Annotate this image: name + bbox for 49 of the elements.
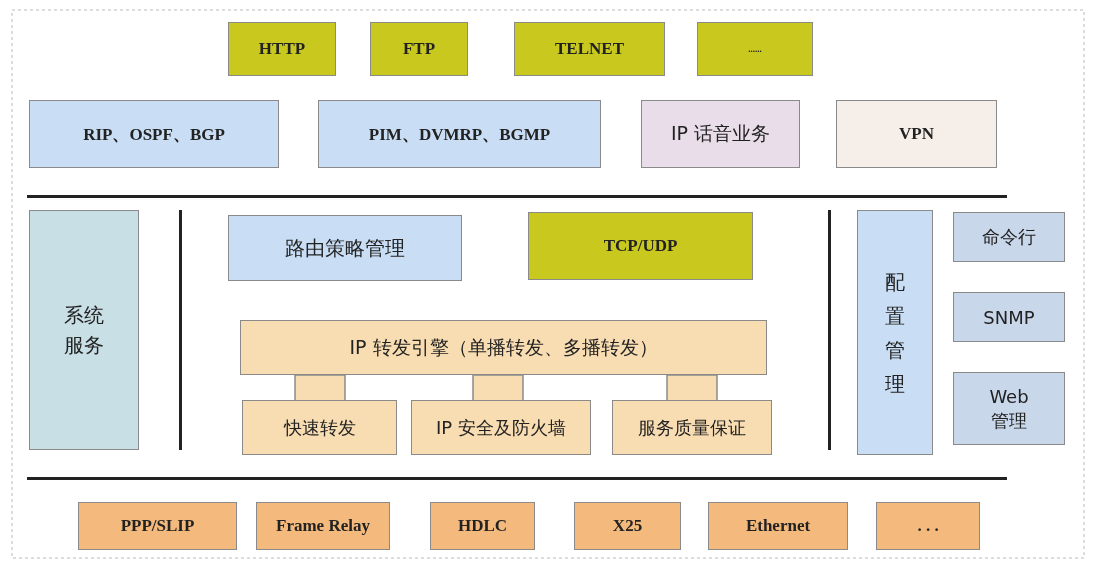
- connector-tab: [666, 374, 718, 401]
- box-label: VPN: [899, 124, 934, 144]
- layer-box: [29, 100, 279, 168]
- box-label: TELNET: [555, 39, 624, 59]
- box-label: X25: [612, 516, 643, 536]
- layer-box: [228, 215, 462, 281]
- box-label: 路由策略管理: [285, 234, 405, 262]
- layer-box: [430, 502, 535, 550]
- connector-tab: [472, 374, 524, 401]
- box-label: HTTP: [258, 39, 306, 59]
- box-label: FTP: [402, 39, 436, 59]
- layer-box: [78, 502, 237, 550]
- layer-box: [641, 100, 800, 168]
- layer-box: [228, 22, 336, 76]
- box-label: RIP、OSPF、BGP: [83, 123, 225, 146]
- box-label: PIM、DVMRP、BGMP: [368, 123, 551, 146]
- layer-box: [953, 292, 1065, 342]
- box-label: Ethernet: [745, 516, 811, 536]
- layer-box: [708, 502, 848, 550]
- box-label: Web 管理: [988, 385, 1030, 432]
- layer-box: [953, 212, 1065, 262]
- layer-box: [953, 372, 1065, 445]
- layer-box: [528, 212, 753, 280]
- box-label: . . .: [917, 516, 939, 536]
- box-label: ......: [748, 44, 762, 54]
- box-label: 快速转发: [283, 415, 356, 440]
- layer-box: [318, 100, 601, 168]
- connector-tab: [294, 374, 346, 401]
- box-label: IP 安全及防火墙: [436, 415, 566, 440]
- layer-box: [514, 22, 665, 76]
- layer-box: [697, 22, 813, 76]
- box-label: 系统服务: [63, 302, 105, 359]
- box-label: SNMP: [983, 306, 1035, 328]
- box-label: IP 话音业务: [670, 121, 771, 146]
- box-label: IP 转发引擎（单播转发、多播转发）: [349, 334, 658, 360]
- layer-box: [574, 502, 681, 550]
- layer-box: [370, 22, 468, 76]
- box-label: PPP/SLIP: [120, 516, 195, 536]
- layer-box: [29, 210, 139, 450]
- layer-box: [256, 502, 390, 550]
- box-label: 服务质量保证: [638, 415, 746, 440]
- layer-box: [857, 210, 933, 455]
- box-label: HDLC: [457, 516, 508, 536]
- layer-box: [876, 502, 980, 550]
- layer-box: [836, 100, 997, 168]
- box-label: TCP/UDP: [603, 236, 678, 256]
- box-label: 命令行: [982, 225, 1036, 249]
- box-label: Frame Relay: [276, 516, 370, 536]
- box-label: 配置管理: [884, 268, 906, 398]
